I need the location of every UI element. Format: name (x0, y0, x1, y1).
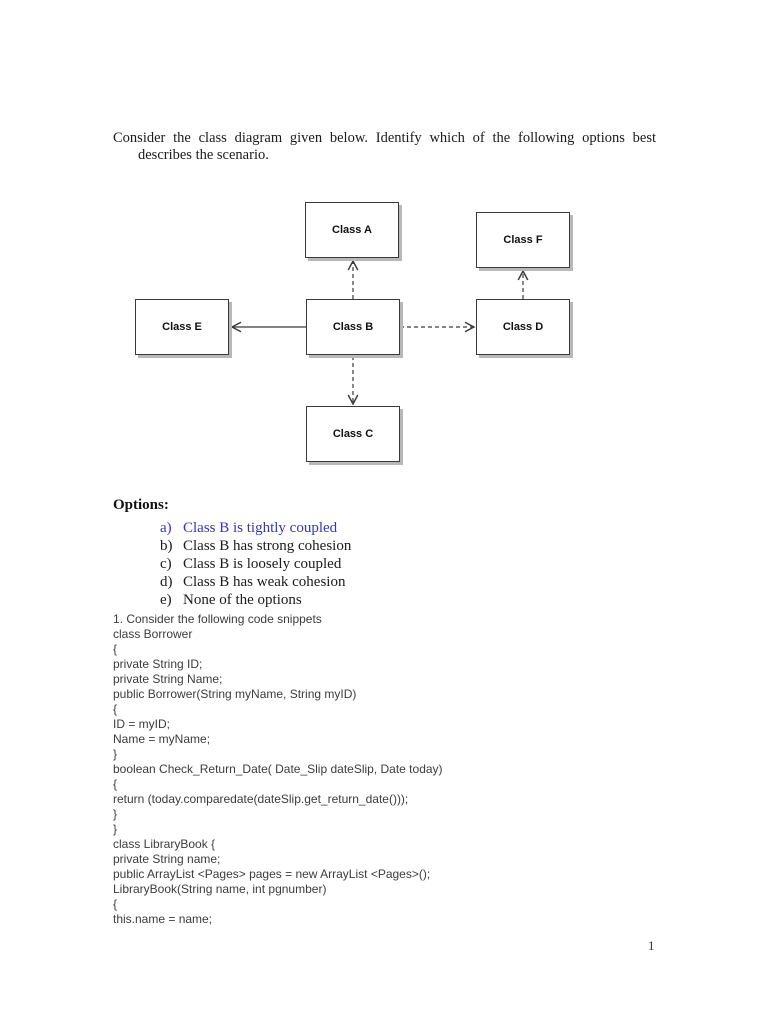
class-box-f-label: Class F (503, 234, 543, 246)
class-box-a-label: Class A (332, 224, 372, 236)
code-line: } (113, 747, 118, 761)
option-e-letter: e) (160, 592, 172, 608)
code-line: private String ID; (113, 657, 203, 671)
relationship-arrows (230, 259, 529, 406)
code-line: class LibraryBook { (113, 837, 216, 851)
class-box-d-label: Class D (502, 321, 544, 333)
code-line: class Borrower (113, 627, 193, 641)
class-box-b-label: Class B (332, 321, 374, 333)
code-line: LibraryBook(String name, int pgnumber) (113, 882, 327, 896)
code-line: } (113, 807, 118, 821)
option-d: d) Class B has weak cohesion (160, 573, 351, 591)
code-line: public Borrower(String myName, String my… (113, 687, 357, 701)
question-line-1: Consider the class diagram given below. … (113, 130, 656, 146)
option-c-label: Class B is loosely coupled (183, 556, 342, 572)
class-box-c: Class C (306, 406, 400, 462)
question-line-2: describes the scenario. (138, 147, 269, 163)
code-line: { (113, 702, 118, 716)
class-box-d: Class D (476, 299, 570, 355)
code-line: } (113, 822, 118, 836)
option-a-letter: a) (160, 520, 172, 536)
option-d-label: Class B has weak cohesion (183, 574, 346, 590)
options-list: a) Class B is tightly coupled b) Class B… (160, 519, 351, 609)
options-heading: Options: (113, 497, 169, 513)
option-d-letter: d) (160, 574, 173, 590)
option-a: a) Class B is tightly coupled (160, 519, 351, 537)
code-line: private String Name; (113, 672, 223, 686)
option-a-label: Class B is tightly coupled (183, 520, 338, 536)
code-line: { (113, 642, 118, 656)
option-b-label: Class B has strong cohesion (183, 538, 352, 554)
code-line: ID = myID; (113, 717, 171, 731)
class-box-f: Class F (476, 212, 570, 268)
code-line: public ArrayList <Pages> pages = new Arr… (113, 867, 431, 881)
option-e: e) None of the options (160, 591, 351, 609)
option-c-letter: c) (160, 556, 172, 572)
option-c: c) Class B is loosely coupled (160, 555, 351, 573)
option-b: b) Class B has strong cohesion (160, 537, 351, 555)
class-box-c-label: Class C (332, 428, 374, 440)
class-box-b: Class B (306, 299, 400, 355)
code-line: return (today.comparedate(dateSlip.get_r… (113, 792, 409, 806)
code-snippet: 1. Consider the following code snippets … (113, 612, 443, 927)
option-e-label: None of the options (183, 592, 302, 608)
code-line: private String name; (113, 852, 221, 866)
class-box-e-label: Class E (162, 321, 202, 333)
option-b-letter: b) (160, 538, 173, 554)
code-line: 1. Consider the following code snippets (113, 612, 322, 626)
question-text: Consider the class diagram given below. … (113, 130, 656, 164)
code-line: Name = myName; (113, 732, 211, 746)
code-line: { (113, 897, 118, 911)
class-box-e: Class E (135, 299, 229, 355)
page-number: 1 (648, 938, 655, 953)
class-box-a: Class A (305, 202, 399, 258)
code-line: this.name = name; (113, 912, 213, 926)
code-line: boolean Check_Return_Date( Date_Slip dat… (113, 762, 443, 776)
code-line: { (113, 777, 118, 791)
